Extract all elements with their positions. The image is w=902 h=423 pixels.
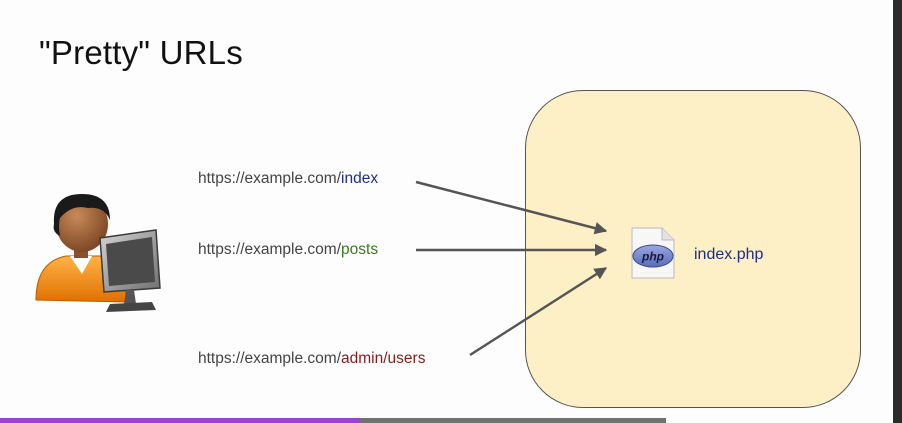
slide-title: "Pretty" URLs	[39, 34, 243, 71]
url-base: https://example.com/	[198, 241, 342, 258]
php-icon-text: php	[641, 250, 664, 264]
arrow-index	[415, 180, 608, 235]
url-posts: https://example.com/posts	[198, 241, 378, 259]
url-base: https://example.com/	[198, 170, 342, 187]
url-path: index	[341, 170, 379, 187]
window-edge	[893, 0, 902, 423]
url-path: admin/users	[341, 350, 426, 367]
file-name-label: index.php	[694, 246, 764, 263]
url-base: https://example.com/	[198, 350, 342, 367]
url-admin-users: https://example.com/admin/users	[198, 350, 425, 368]
url-path: posts	[341, 241, 379, 258]
arrow-admin-users	[469, 266, 608, 357]
video-progress-bar[interactable]	[0, 418, 666, 423]
user-at-computer-icon	[35, 194, 161, 312]
php-file-icon: php	[631, 227, 675, 279]
url-index: https://example.com/index	[198, 170, 378, 188]
video-progress-fill	[0, 418, 360, 423]
